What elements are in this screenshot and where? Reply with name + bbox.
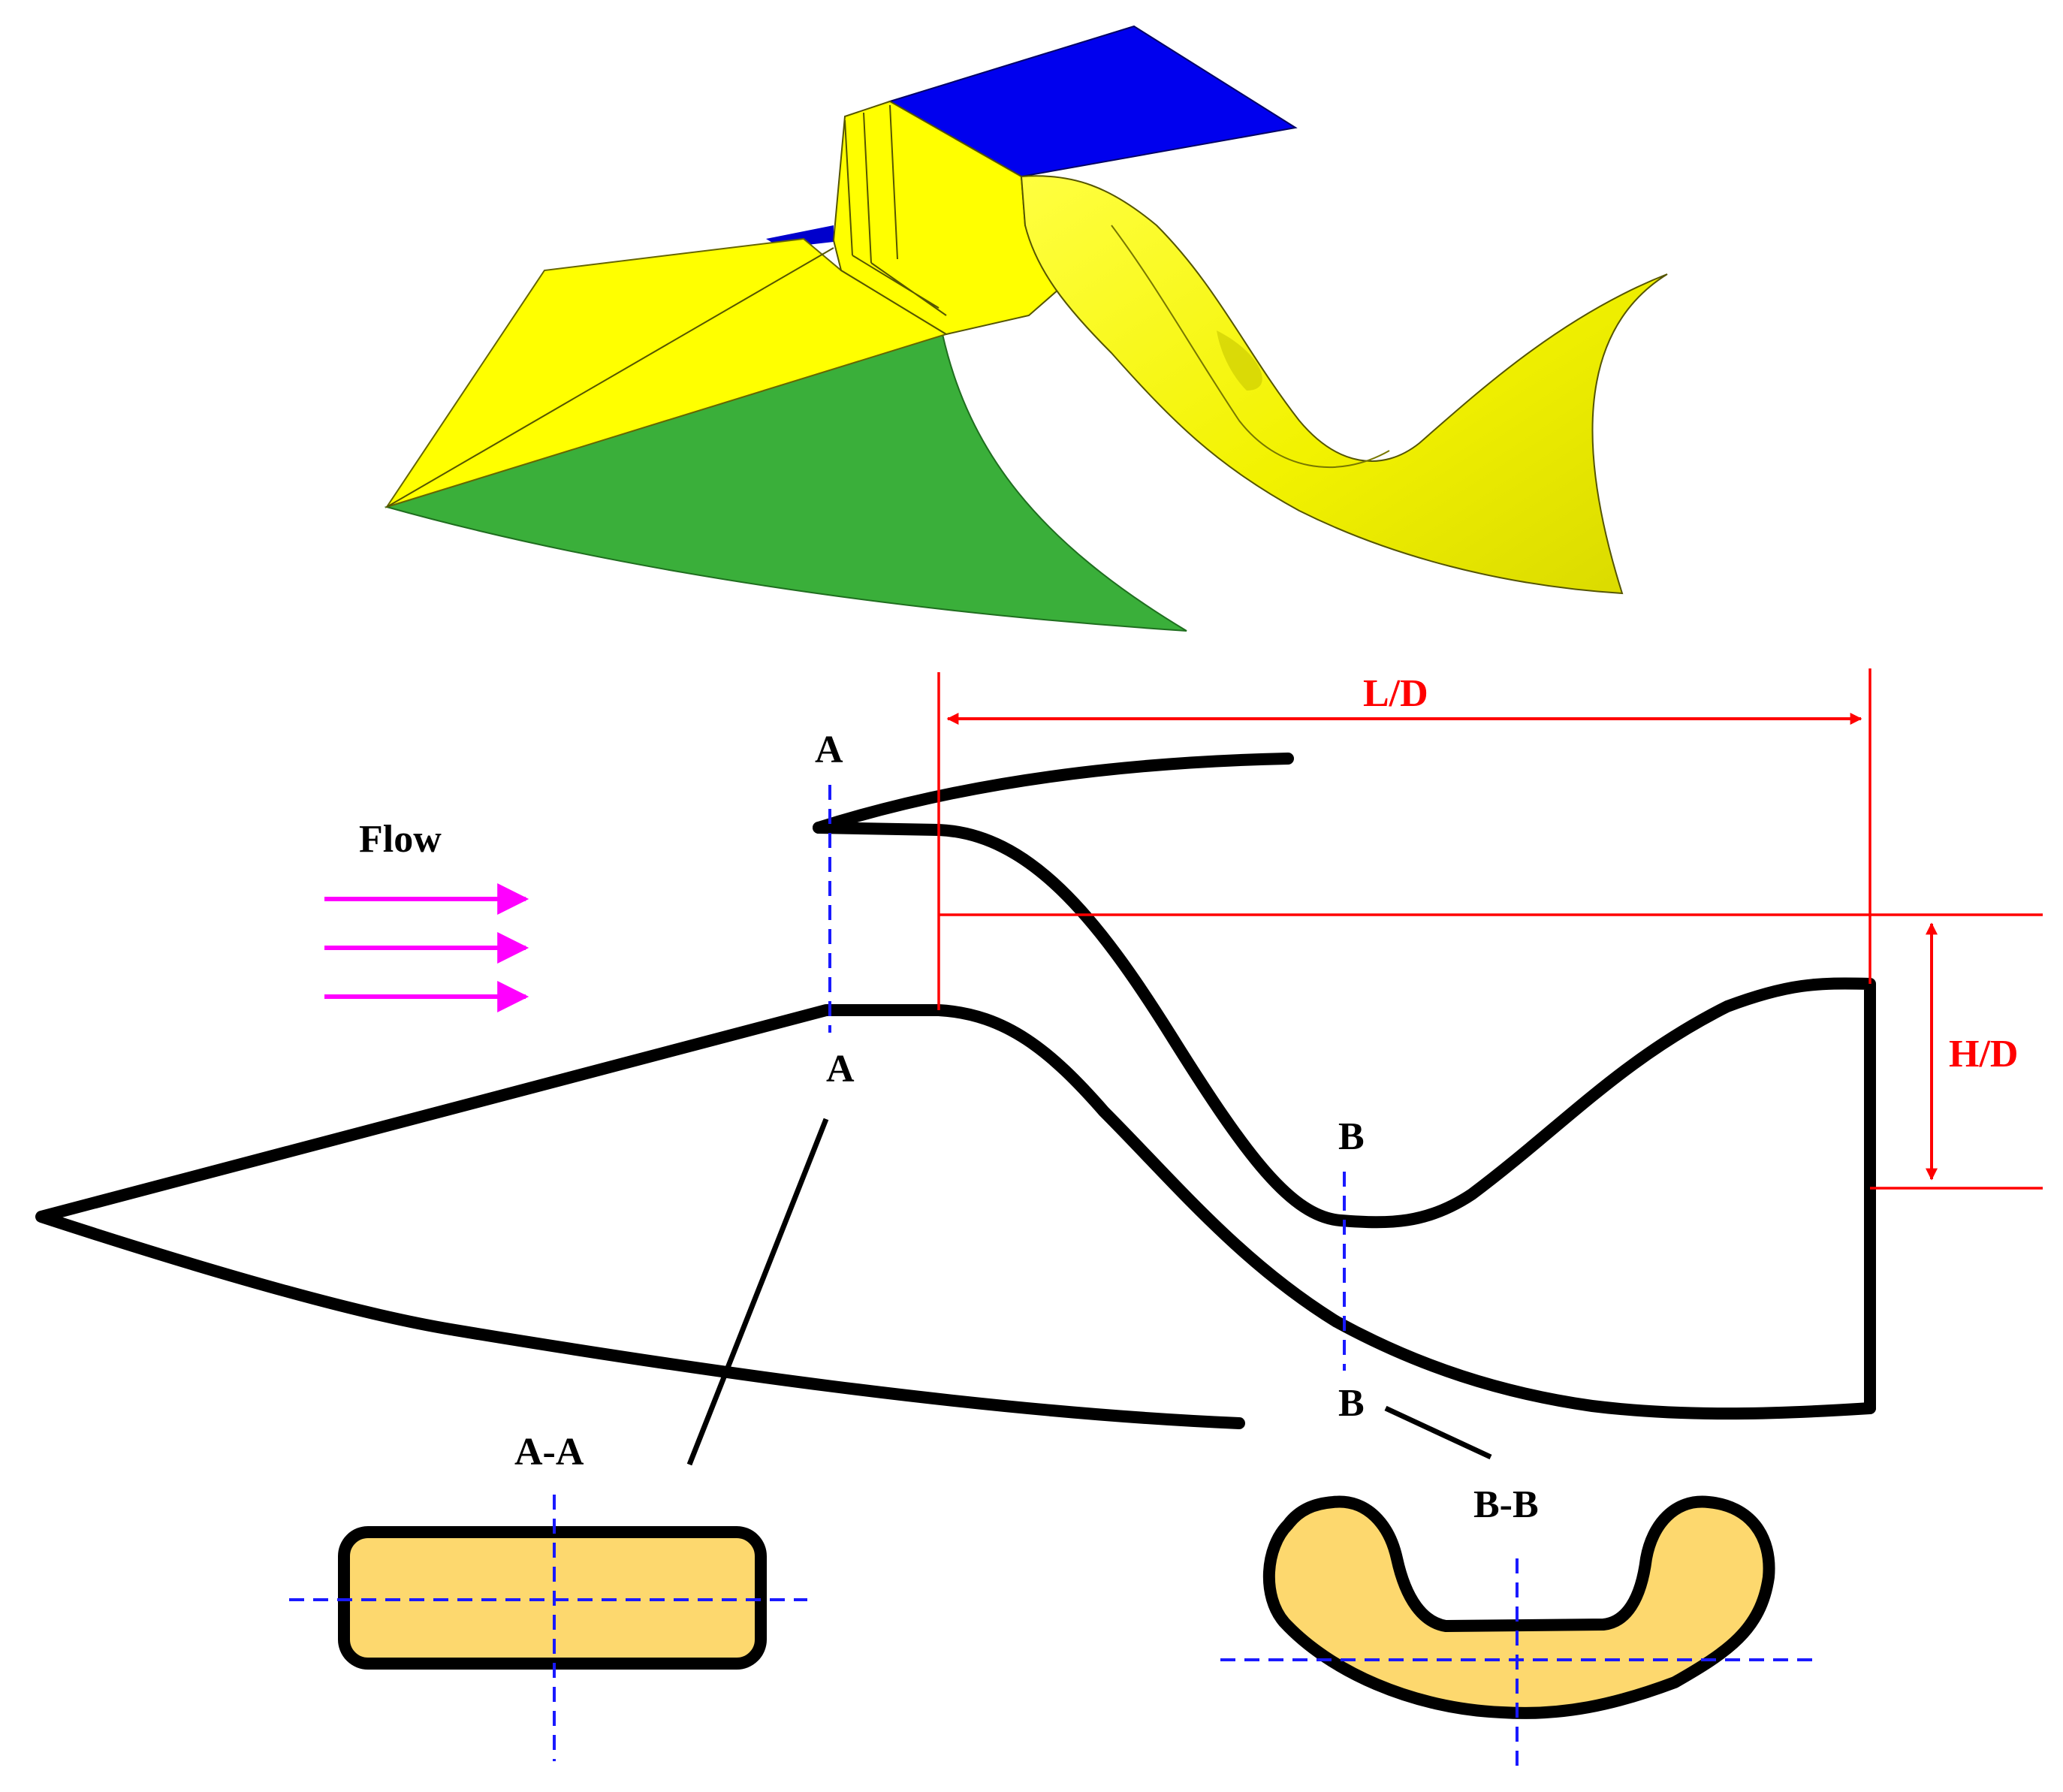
green-ramp-surface [384,333,1187,632]
section-b-top-label: B [1338,1115,1365,1158]
inlet-3d-model [384,25,1668,632]
yellow-s-duct [1020,175,1668,595]
duct-shadow [1217,330,1262,391]
section-b-title: B-B [1473,1483,1539,1526]
dimension-lines: L/D H/D [937,668,2043,1190]
duct-crease-line [1111,225,1390,469]
section-cuts: A A B B [815,729,1365,1425]
cowl-edge-lines [844,104,947,316]
inlet-2d-profile [35,753,1876,1429]
cowl-outer-line [813,753,1294,834]
section-a-shape [338,1526,767,1670]
section-b-shape [1262,1495,1775,1719]
section-b-view: B-B [1220,1483,1814,1772]
section-b-leader [1384,1405,1492,1460]
flow-arrows: Flow [324,818,529,1012]
height-ratio-label: H/D [1949,1033,2018,1076]
duct-lower-wall [35,1004,1876,1429]
section-a-bottom-label: A [826,1048,855,1091]
section-a-leader [686,1118,829,1466]
section-a-view: A-A [289,1431,807,1761]
section-b-bottom-label: B [1338,1382,1365,1425]
length-ratio-label: L/D [1363,672,1428,715]
ramp-seam-line [386,247,834,508]
section-a-top-label: A [815,729,843,771]
flow-label: Flow [359,818,442,861]
duct-upper-wall [813,822,1876,1414]
section-a-title: A-A [514,1431,584,1474]
